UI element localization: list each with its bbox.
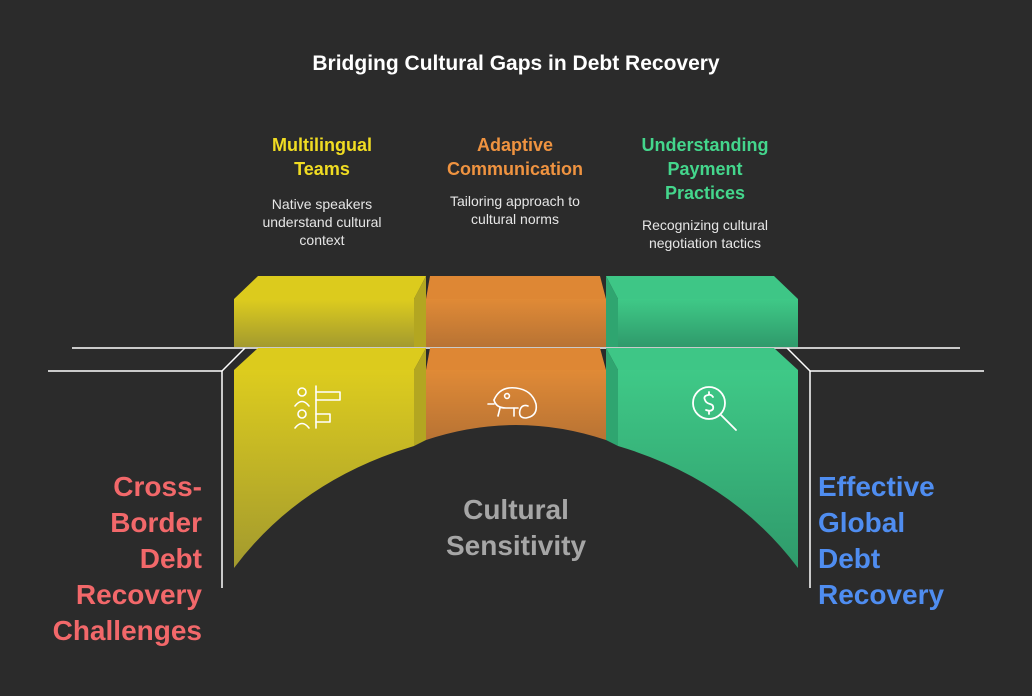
left-label-cross-border-debt-recovery-challenges: Cross- Border Debt Recovery Challenges	[20, 469, 202, 649]
heading-line: Multilingual	[272, 135, 372, 155]
label-line: Effective	[818, 471, 935, 502]
description-line: cultural norms	[471, 211, 559, 227]
arch-segment-yellow	[234, 348, 426, 568]
heading-line: Practices	[664, 183, 746, 203]
description-line: understand cultural	[262, 214, 382, 230]
label-line: Debt	[139, 543, 202, 574]
upper-block-orange	[426, 276, 606, 347]
column-description-understanding-payment-practices: Recognizing cultural negotiation tactics	[605, 216, 805, 252]
label-line: Cross-	[113, 471, 202, 502]
description-line: context	[299, 232, 345, 248]
description-line: Native speakers	[271, 196, 373, 212]
label-line: Challenges	[52, 615, 202, 646]
upper-block-green	[606, 276, 798, 347]
arch-segment-orange	[426, 348, 606, 440]
column-heading-understanding-payment-practices: Understanding Payment Practices	[605, 133, 805, 205]
label-line: Cultural	[463, 494, 569, 525]
label-line: Border	[110, 507, 202, 538]
label-line: Global	[818, 507, 906, 538]
column-description-adaptive-communication: Tailoring approach to cultural norms	[415, 192, 615, 228]
upper-block-yellow	[234, 276, 426, 347]
diagram-title: Bridging Cultural Gaps in Debt Recovery	[312, 52, 720, 75]
heading-line: Communication	[446, 159, 583, 179]
column-description-multilingual-teams: Native speakers understand cultural cont…	[222, 195, 422, 249]
chameleon-icon	[487, 386, 538, 419]
left-connector-line	[221, 347, 246, 372]
description-line: negotiation tactics	[648, 235, 762, 251]
label-line: Sensitivity	[445, 530, 587, 561]
right-connector-line	[786, 347, 811, 372]
center-label-cultural-sensitivity: Cultural Sensitivity	[396, 492, 636, 564]
column-heading-multilingual-teams: Multilingual Teams	[222, 133, 422, 181]
dollar-magnifier-icon	[692, 386, 737, 431]
column-heading-adaptive-communication: Adaptive Communication	[415, 133, 615, 181]
people-with-flags-icon	[294, 385, 341, 429]
right-label-effective-global-debt-recovery: Effective Global Debt Recovery	[818, 469, 1018, 613]
heading-line: Understanding	[641, 135, 769, 155]
arch-segment-green	[606, 348, 798, 568]
description-line: Tailoring approach to	[450, 193, 580, 209]
label-line: Debt	[818, 543, 881, 574]
heading-line: Adaptive	[476, 135, 554, 155]
label-line: Recovery	[818, 579, 945, 610]
description-line: Recognizing cultural	[641, 217, 769, 233]
heading-line: Teams	[294, 159, 350, 179]
heading-line: Payment	[667, 159, 743, 179]
label-line: Recovery	[75, 579, 202, 610]
